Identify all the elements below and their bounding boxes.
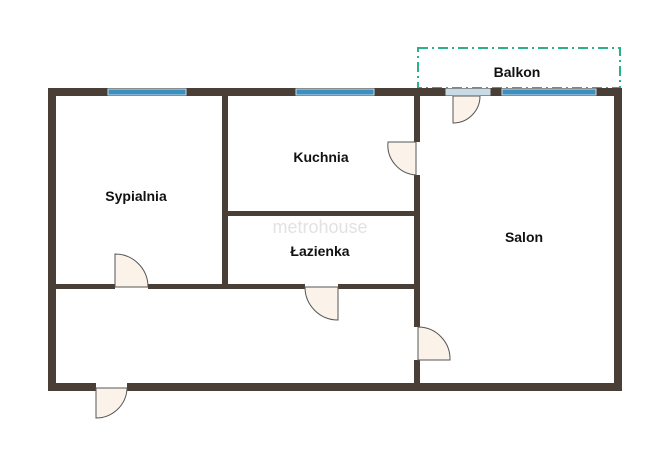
- wall-hall: [56, 284, 418, 289]
- window: [295, 88, 375, 96]
- balcony-door-frame: [445, 88, 491, 96]
- wall-left: [48, 88, 56, 391]
- room-label-sypialnia: Sypialnia: [105, 188, 167, 204]
- window: [501, 88, 597, 96]
- kuchnia-door[interactable]: [387, 141, 417, 176]
- wall-sypialnia-kuchnia: [222, 96, 228, 287]
- wall-bottom: [48, 383, 622, 391]
- room-label-salon: Salon: [505, 229, 543, 245]
- balcony-door[interactable]: [452, 95, 481, 124]
- window: [107, 88, 187, 96]
- room-label-balkon: Balkon: [494, 64, 541, 80]
- room-label-lazienka: Łazienka: [290, 243, 349, 259]
- wall-kuchnia-lazienka: [228, 211, 414, 216]
- lazienka-door[interactable]: [304, 286, 339, 321]
- salon-door[interactable]: [417, 326, 451, 361]
- wall-salon: [414, 96, 420, 385]
- sypialnia-door[interactable]: [114, 253, 149, 288]
- door-opening: [414, 327, 420, 360]
- watermark: metrohouse: [272, 217, 367, 237]
- door-opening: [414, 142, 420, 175]
- door-opening: [96, 383, 127, 391]
- wall-right: [614, 88, 622, 391]
- entrance-door[interactable]: [95, 387, 128, 419]
- room-label-kuchnia: Kuchnia: [293, 149, 348, 165]
